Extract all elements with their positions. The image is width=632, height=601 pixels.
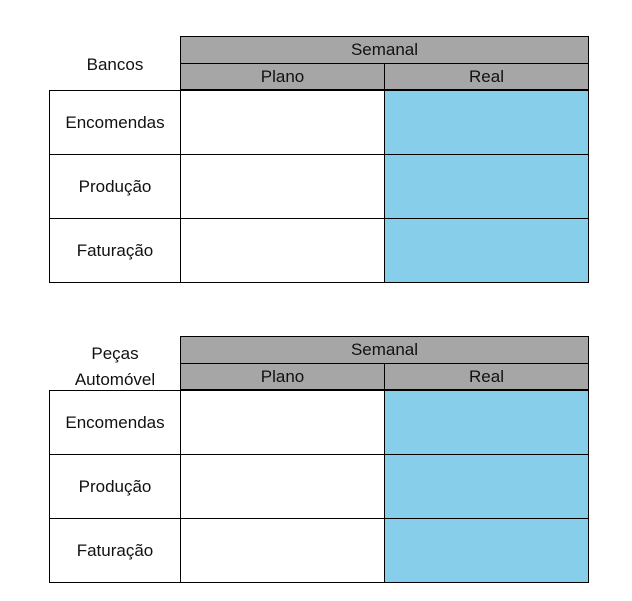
row-label-faturacao: Faturação bbox=[49, 218, 181, 283]
group-label-bancos: Bancos bbox=[86, 54, 144, 74]
table-row: Faturação bbox=[49, 518, 589, 583]
header-plano: Plano bbox=[180, 63, 385, 90]
row-label-encomendas: Encomendas bbox=[49, 90, 181, 155]
header-real: Real bbox=[384, 63, 589, 90]
cell-plano[interactable] bbox=[180, 454, 385, 519]
row-label-encomendas: Encomendas bbox=[49, 390, 181, 455]
table-row: Produção bbox=[49, 454, 589, 519]
cell-real[interactable] bbox=[384, 454, 589, 519]
header-plano: Plano bbox=[180, 363, 385, 390]
cell-real[interactable] bbox=[384, 390, 589, 455]
row-label-producao: Produção bbox=[49, 154, 181, 219]
table-pecas-automovel: Peças Automóvel Semanal Plano Real Encom… bbox=[0, 335, 632, 585]
header-semanal: Semanal bbox=[180, 36, 589, 64]
header-semanal: Semanal bbox=[180, 336, 589, 364]
table-row: Faturação bbox=[49, 218, 589, 283]
table-row: Encomendas bbox=[49, 90, 589, 155]
table-row: Encomendas bbox=[49, 390, 589, 455]
header-real: Real bbox=[384, 363, 589, 390]
cell-plano[interactable] bbox=[180, 154, 385, 219]
cell-real[interactable] bbox=[384, 218, 589, 283]
group-label-pecas-automovel: Peças Automóvel bbox=[74, 343, 156, 389]
cell-plano[interactable] bbox=[180, 218, 385, 283]
cell-real[interactable] bbox=[384, 154, 589, 219]
cell-plano[interactable] bbox=[180, 390, 385, 455]
cell-real[interactable] bbox=[384, 90, 589, 155]
row-label-producao: Produção bbox=[49, 454, 181, 519]
row-label-faturacao: Faturação bbox=[49, 518, 181, 583]
table-row: Produção bbox=[49, 154, 589, 219]
cell-real[interactable] bbox=[384, 518, 589, 583]
cell-plano[interactable] bbox=[180, 90, 385, 155]
table-bancos: Bancos Semanal Plano Real Encomendas Pro… bbox=[0, 35, 632, 285]
cell-plano[interactable] bbox=[180, 518, 385, 583]
